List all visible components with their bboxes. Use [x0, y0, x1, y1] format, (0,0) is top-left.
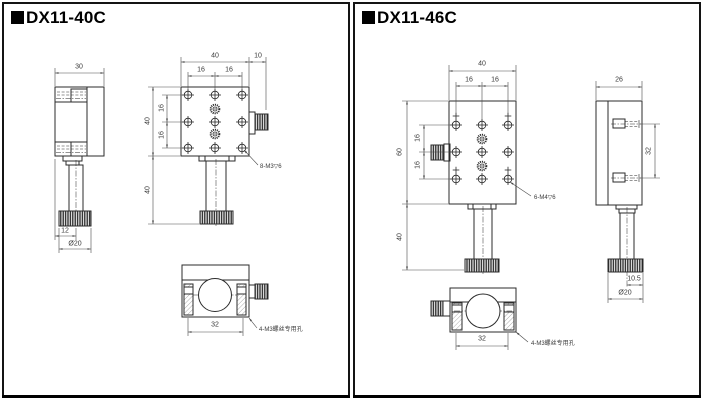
front-view-dimensions — [402, 65, 532, 271]
dim-front-pitch-top: 16 — [158, 104, 166, 112]
dim-front-pitch-bottom: 16 — [414, 161, 422, 169]
dim-front-pitch-right: 16 — [225, 66, 233, 74]
dx11-46c-drawing — [353, 2, 701, 398]
panel-dx11-46c: DX11-46C 40 16 16 60 16 16 40 6-M4▽6 32 … — [353, 2, 701, 398]
dim-bottom-width: 32 — [478, 335, 486, 343]
dim-side-width: 30 — [75, 63, 83, 71]
note-front-taps: 6-M4▽6 — [534, 195, 556, 201]
panel-dx11-40c: DX11-40C 30 12 Ø20 40 10 16 16 40 16 16 … — [2, 2, 350, 398]
front-view-drawing — [430, 100, 517, 274]
panel-title: DX11-40C — [11, 9, 106, 26]
side-view-dimensions — [54, 68, 105, 253]
bottom-view-drawing — [430, 287, 517, 333]
dim-side-width: 26 — [615, 76, 623, 84]
side-view-drawing — [54, 86, 105, 227]
dim-front-pitch-right: 16 — [491, 76, 499, 84]
panel-border — [353, 2, 701, 397]
front-view-drawing — [180, 86, 269, 226]
dim-side-pitch: 32 — [645, 147, 653, 155]
dim-side-knob-dia: Ø20 — [68, 240, 82, 248]
note-bottom-holes: 4-M3螺丝专用孔 — [259, 327, 303, 333]
panel-title: DX11-46C — [362, 9, 457, 26]
note-bottom-holes: 4-M3螺丝专用孔 — [531, 341, 575, 347]
dim-front-pitch-left: 16 — [197, 66, 205, 74]
dim-side-knob-dia: Ø20 — [618, 289, 632, 297]
dim-front-pitch-top: 16 — [414, 134, 422, 142]
dim-bottom-width: 32 — [211, 321, 219, 329]
dim-front-pitch-bottom: 16 — [158, 131, 166, 139]
dx11-40c-drawing — [2, 2, 350, 398]
dim-front-width: 40 — [211, 52, 219, 60]
dim-front-height: 40 — [144, 117, 152, 125]
dim-front-stem-len: 40 — [396, 233, 404, 241]
side-view-drawing — [595, 100, 644, 288]
dim-front-width: 40 — [478, 60, 486, 68]
bottom-view-dimensions — [455, 331, 529, 350]
model-name: DX11-40C — [26, 8, 107, 27]
dim-front-stem-len: 40 — [144, 186, 152, 194]
title-bullet-icon — [362, 11, 375, 24]
bottom-view-drawing — [181, 264, 269, 318]
dim-front-knob-len: 10 — [254, 52, 262, 60]
dim-side-offset: 12 — [61, 227, 69, 235]
dim-front-pitch-left: 16 — [465, 76, 473, 84]
bottom-view-dimensions — [187, 317, 258, 336]
side-view-dimensions — [595, 81, 660, 303]
dim-front-height: 60 — [396, 148, 404, 156]
title-bullet-icon — [11, 11, 24, 24]
note-front-taps: 8-M3▽6 — [260, 164, 282, 170]
dim-side-knob-half: 10.5 — [627, 275, 641, 283]
model-name: DX11-46C — [377, 8, 458, 27]
front-view-dimensions — [148, 57, 267, 225]
